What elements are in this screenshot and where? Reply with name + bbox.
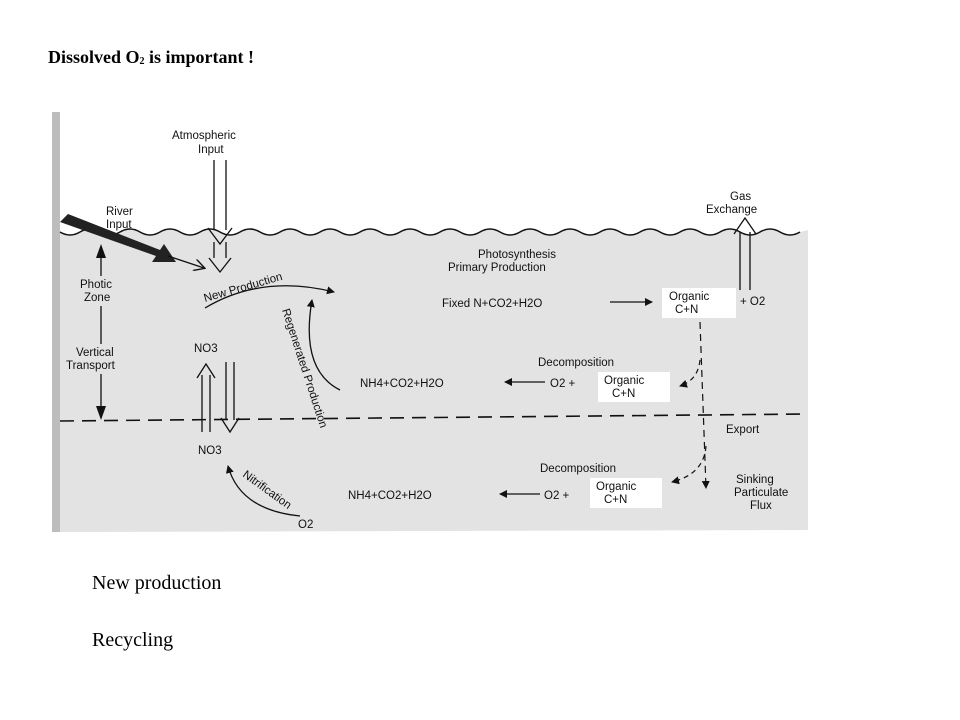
organic-mid-label-2: C+N bbox=[612, 388, 635, 400]
organic-mid-box bbox=[598, 372, 670, 402]
vertical-transport-label-2: Transport bbox=[66, 360, 116, 372]
organic-top-label-2: C+N bbox=[675, 304, 698, 316]
surface-wave-line bbox=[59, 228, 801, 236]
sinking-label: Sinking bbox=[736, 474, 774, 486]
o2-bottom-label: O2 bbox=[298, 519, 313, 531]
plus-o2-top: + O2 bbox=[740, 296, 765, 308]
fixed-equation: Fixed N+CO2+H2O bbox=[442, 298, 542, 310]
slide-title: Dissolved O2 is important ! bbox=[48, 47, 254, 68]
decomposition-lower-label: Decomposition bbox=[540, 463, 616, 475]
organic-mid-label: Organic bbox=[604, 375, 645, 387]
organic-to-bottom-dashed bbox=[671, 445, 707, 485]
photic-zone-arrow-top bbox=[96, 244, 106, 258]
water-background bbox=[52, 112, 808, 232]
vertical-transport-label: Vertical bbox=[76, 347, 114, 359]
nitrification-arrow bbox=[225, 465, 301, 517]
photic-zone-label: Photic bbox=[80, 279, 112, 291]
atmospheric-input-label: Atmospheric bbox=[172, 130, 236, 142]
atmospheric-input-label-2: Input bbox=[198, 144, 224, 156]
photosynthesis-label: Photosynthesis bbox=[478, 249, 556, 261]
export-label: Export bbox=[726, 424, 760, 436]
gas-exchange-label: Gas bbox=[730, 191, 751, 203]
photic-zone-label-2: Zone bbox=[84, 292, 110, 304]
organic-top-label: Organic bbox=[669, 291, 710, 303]
river-input-open-arrow bbox=[167, 255, 204, 268]
nh4-lower-equation: NH4+CO2+H2O bbox=[348, 490, 432, 502]
no3-upper-label: NO3 bbox=[194, 343, 218, 355]
organic-bottom-label-2: C+N bbox=[604, 494, 627, 506]
river-input-arrow bbox=[60, 214, 176, 262]
export-boundary-line bbox=[59, 413, 809, 422]
organic-bottom-box bbox=[590, 478, 662, 508]
flux-label: Flux bbox=[750, 500, 772, 512]
photic-zone-arrow-bottom bbox=[96, 406, 106, 420]
atmospheric-arrow-head-b bbox=[208, 257, 232, 274]
caption-new-production: New production bbox=[92, 572, 222, 594]
vertical-transport-label-bg bbox=[64, 344, 154, 374]
organic-to-mid-dashed bbox=[679, 359, 701, 388]
river-input-label-2: Input bbox=[106, 219, 132, 231]
primary-production-label: Primary Production bbox=[448, 262, 546, 274]
particulate-label: Particulate bbox=[734, 487, 788, 499]
organic-bottom-label: Organic bbox=[596, 481, 637, 493]
no3-down-arrow-head bbox=[220, 417, 240, 434]
new-production-arrow bbox=[204, 285, 335, 309]
photic-zone-label-bg bbox=[72, 276, 132, 306]
water-body bbox=[52, 112, 808, 532]
o2-plus-lower: O2 + bbox=[544, 490, 570, 502]
no3-up-arrow-head bbox=[196, 362, 216, 379]
title-subscript: 2 bbox=[139, 56, 145, 67]
atmospheric-arrow-head bbox=[207, 227, 233, 246]
decomposition-upper-label: Decomposition bbox=[538, 357, 614, 369]
no3-lower-label: NO3 bbox=[198, 445, 222, 457]
nh4-upper-equation: NH4+CO2+H2O bbox=[360, 378, 444, 390]
gas-exchange-arrow-head bbox=[733, 216, 757, 235]
river-input-label: River bbox=[106, 206, 133, 218]
title-prefix: Dissolved O bbox=[48, 47, 140, 67]
title-suffix: is important ! bbox=[144, 47, 255, 67]
organic-top-box bbox=[662, 288, 736, 318]
left-edge-shadow bbox=[52, 112, 60, 532]
regenerated-production-arrow bbox=[306, 299, 341, 391]
caption-recycling: Recycling bbox=[92, 629, 174, 651]
o2-plus-upper: O2 + bbox=[550, 378, 576, 390]
organic-down-dashed bbox=[699, 321, 710, 489]
gas-exchange-label-2: Exchange bbox=[706, 204, 757, 216]
